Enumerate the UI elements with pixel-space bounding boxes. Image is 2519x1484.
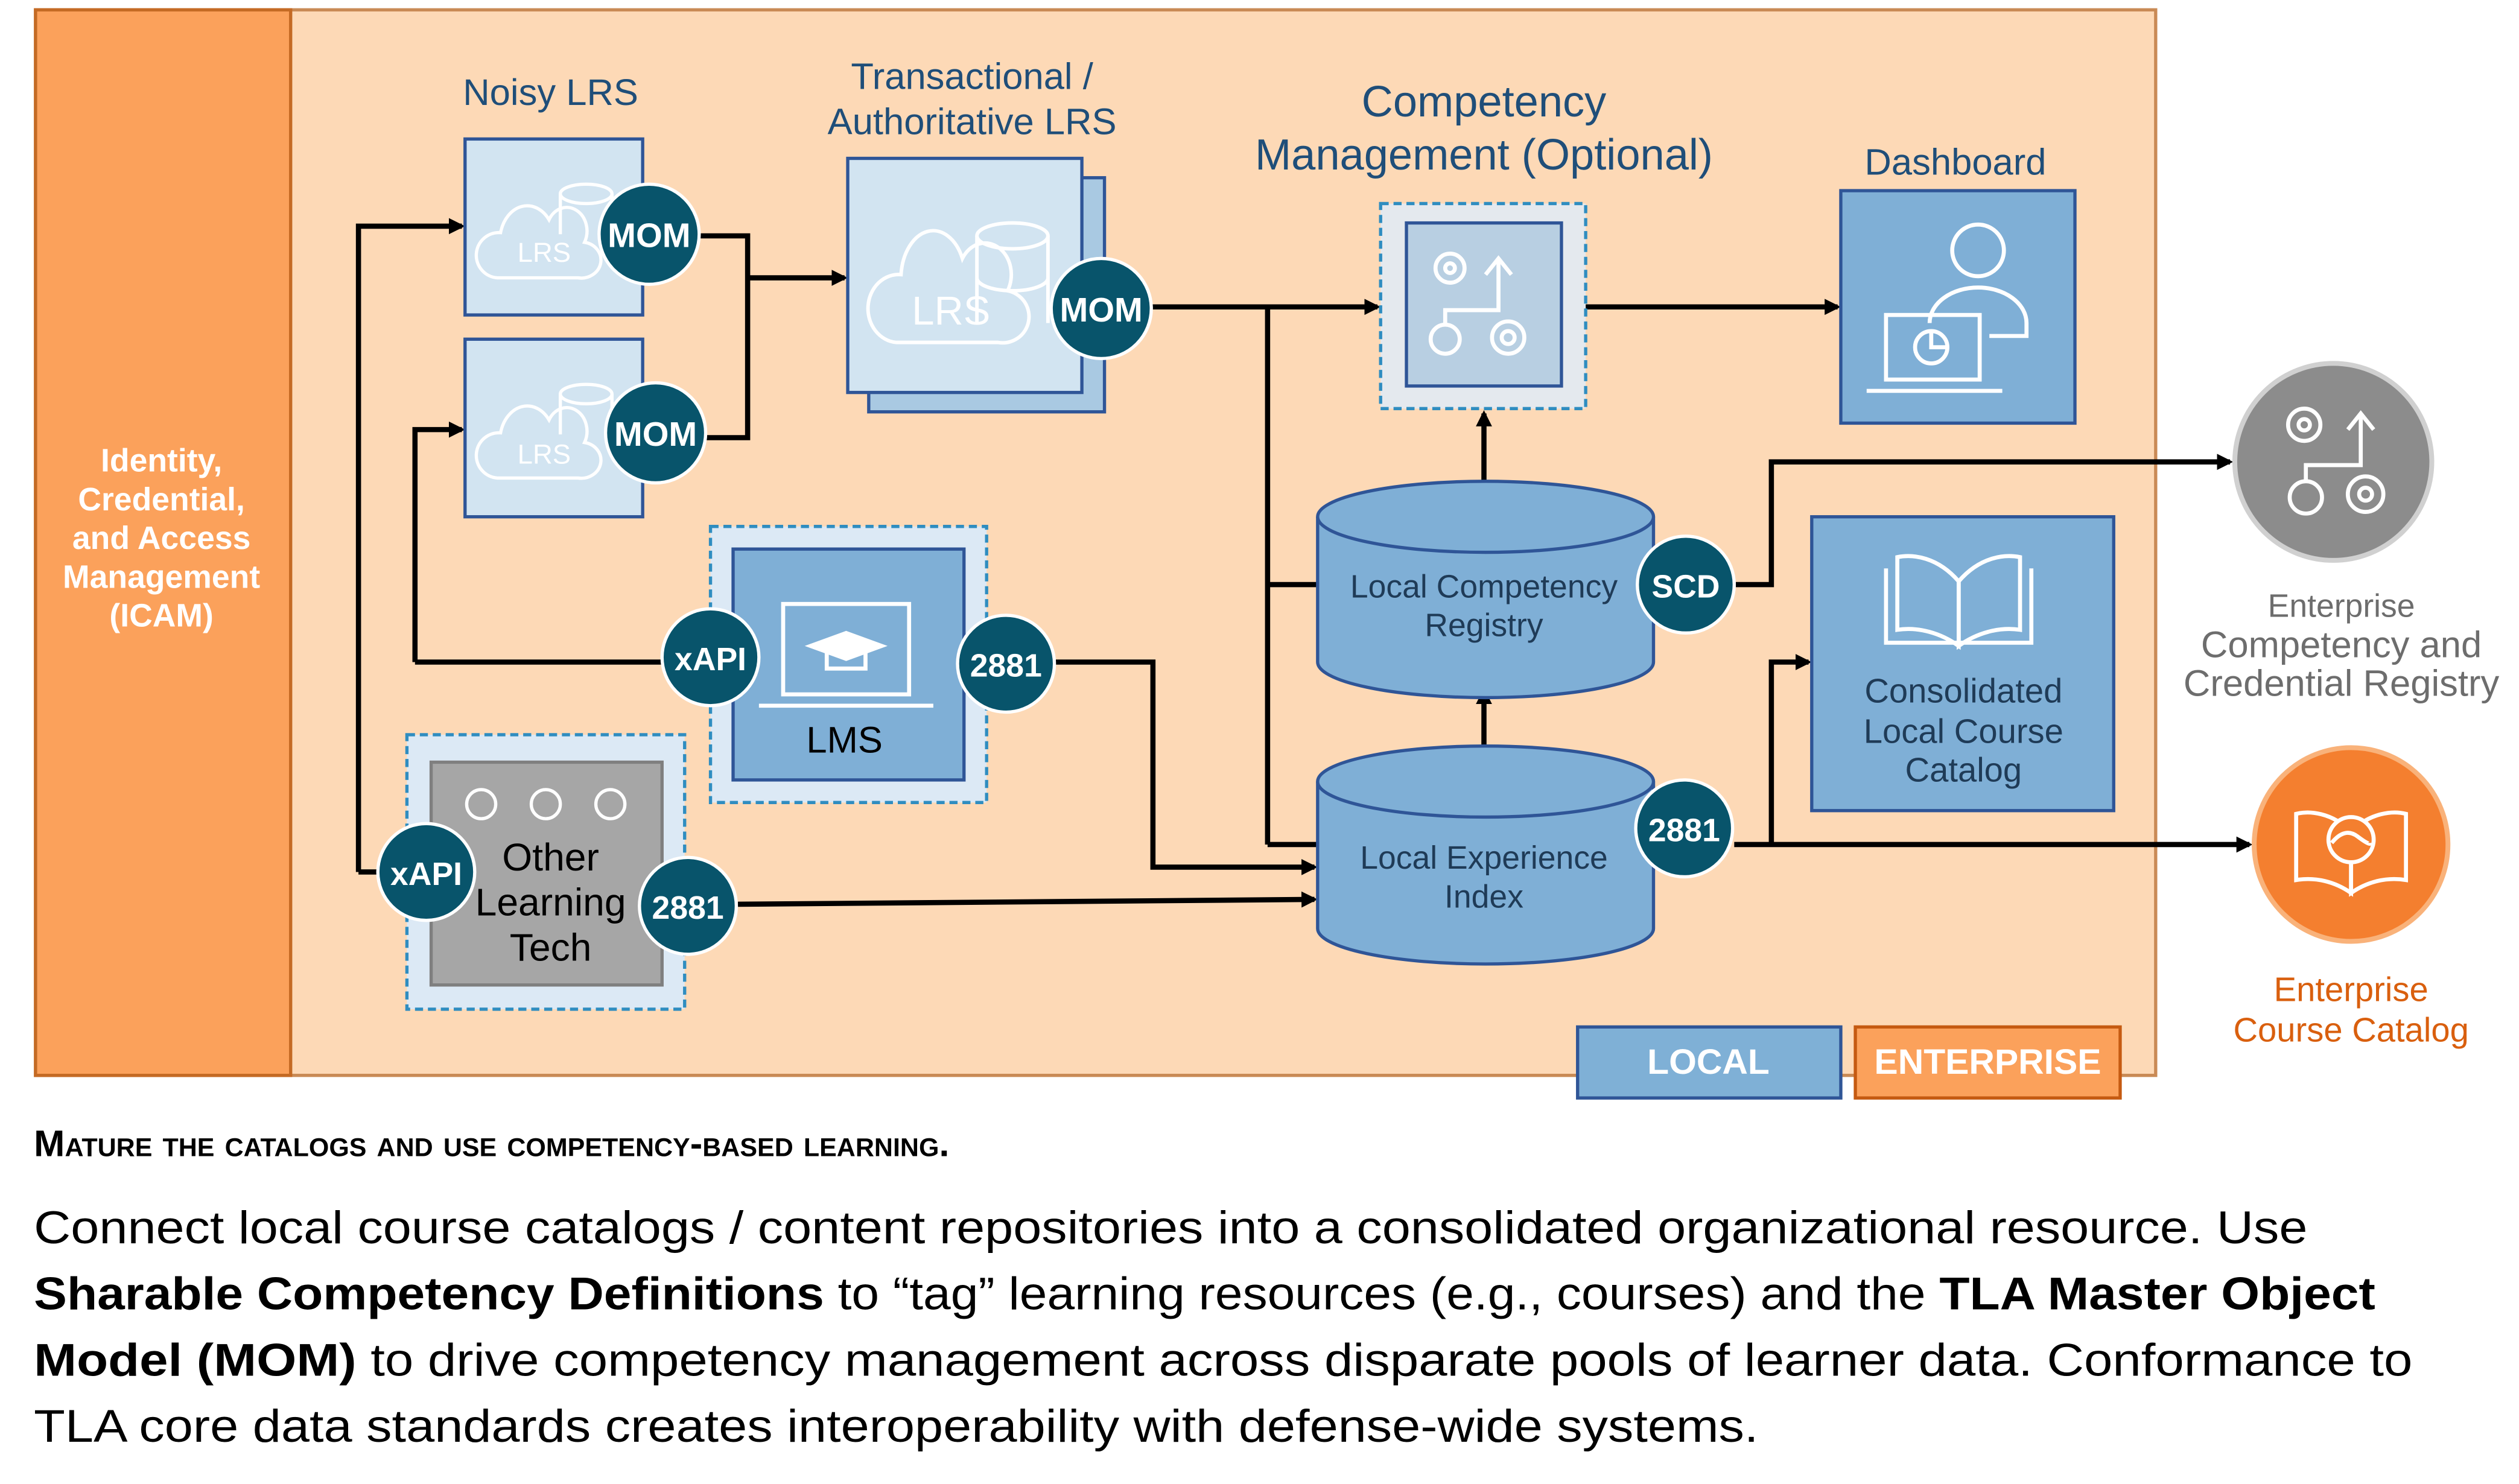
svg-text:2881: 2881 bbox=[1648, 813, 1720, 849]
svg-text:LRS: LRS bbox=[518, 439, 571, 469]
local-competency-registry[interactable]: Local Competency Registry bbox=[1316, 480, 1656, 700]
gears-workflow-icon bbox=[2286, 407, 2386, 516]
svg-text:Other: Other bbox=[502, 836, 599, 879]
svg-text:xAPI: xAPI bbox=[390, 857, 462, 892]
svg-text:Management: Management bbox=[63, 559, 260, 595]
gears-workflow-icon bbox=[1428, 252, 1526, 356]
svg-text:(ICAM): (ICAM) bbox=[109, 598, 213, 634]
noisy-lrs-title: Noisy LRS bbox=[463, 72, 638, 113]
caption-body: Sharable Competency Definitions to “tag”… bbox=[34, 1269, 2375, 1320]
transactional-lrs-title: Transactional / bbox=[851, 55, 1093, 97]
ieee-2881-badge: 2881 bbox=[1634, 778, 1735, 879]
lms[interactable]: LMS bbox=[708, 525, 988, 805]
svg-text:SCD: SCD bbox=[1652, 569, 1720, 604]
caption-body: Connect local course catalogs / content … bbox=[34, 1202, 2307, 1254]
book-globe-icon bbox=[2294, 810, 2409, 897]
ieee-2881-badge: 2881 bbox=[638, 855, 739, 956]
svg-text:MOM: MOM bbox=[608, 217, 690, 255]
competency-management-title: Management (Optional) bbox=[1255, 131, 1713, 179]
mom-badge: MOM bbox=[1049, 256, 1153, 361]
caption-heading: Mature the catalogs and use competency-b… bbox=[34, 1123, 949, 1164]
icam-label: Identity, Credential, and Access Managem… bbox=[63, 443, 260, 634]
laptop-graduation-icon bbox=[758, 601, 933, 708]
noisy-lrs-1[interactable]: LRS bbox=[463, 137, 644, 317]
svg-text:Enterprise: Enterprise bbox=[2274, 971, 2428, 1009]
xapi-badge: xAPI bbox=[660, 607, 761, 708]
svg-text:MOM: MOM bbox=[614, 415, 697, 453]
svg-text:Local Experience: Local Experience bbox=[1360, 840, 1608, 876]
scd-badge: SCD bbox=[1636, 534, 1736, 635]
svg-text:Catalog: Catalog bbox=[1905, 751, 2022, 789]
svg-text:Local Course: Local Course bbox=[1864, 712, 2063, 750]
svg-text:and Access: and Access bbox=[72, 521, 250, 556]
svg-text:Course Catalog: Course Catalog bbox=[2233, 1010, 2468, 1048]
other-learning-tech[interactable]: Other Learning Tech bbox=[405, 733, 687, 1011]
svg-text:Credential,: Credential, bbox=[78, 482, 245, 518]
svg-text:xAPI: xAPI bbox=[675, 642, 746, 677]
caption-body: TLA core data standards creates interope… bbox=[34, 1401, 1758, 1452]
transactional-lrs-title: Authoritative LRS bbox=[828, 101, 1117, 142]
svg-text:Index: Index bbox=[1444, 879, 1523, 915]
svg-text:Local Competency: Local Competency bbox=[1350, 569, 1618, 604]
enterprise-competency-registry[interactable]: Enterprise Competency and Credential Reg… bbox=[2184, 361, 2500, 705]
svg-text:Consolidated: Consolidated bbox=[1864, 671, 2062, 709]
enterprise-course-catalog[interactable]: Enterprise Course Catalog bbox=[2233, 745, 2469, 1048]
user-laptop-chart-icon bbox=[1866, 222, 2029, 393]
competency-management-title: Competency bbox=[1362, 78, 1607, 126]
dashboard[interactable] bbox=[1839, 189, 2077, 425]
svg-text:Credential Registry: Credential Registry bbox=[2184, 663, 2500, 705]
cloud-database-icon bbox=[866, 221, 1050, 345]
legend-local: LOCAL bbox=[1576, 1025, 1843, 1100]
competency-management[interactable] bbox=[1379, 201, 1587, 411]
svg-text:LMS: LMS bbox=[806, 719, 883, 761]
local-experience-index[interactable]: Local Experience Index bbox=[1316, 744, 1656, 966]
svg-text:Learning: Learning bbox=[475, 881, 626, 924]
svg-text:ENTERPRISE: ENTERPRISE bbox=[1874, 1042, 2101, 1082]
window-dots-icon bbox=[465, 788, 627, 820]
svg-text:Identity,: Identity, bbox=[101, 443, 222, 479]
consolidated-local-course-catalog[interactable]: Consolidated Local Course Catalog bbox=[1810, 515, 2115, 813]
svg-text:Tech: Tech bbox=[510, 926, 592, 969]
open-book-icon bbox=[1884, 554, 2034, 650]
xapi-badge: xAPI bbox=[376, 822, 477, 922]
connectors bbox=[355, 218, 2253, 908]
svg-text:LOCAL: LOCAL bbox=[1647, 1042, 1770, 1082]
ieee-2881-badge: 2881 bbox=[956, 614, 1056, 714]
legend-enterprise: ENTERPRISE bbox=[1854, 1025, 2122, 1100]
icam-bar bbox=[34, 8, 293, 1077]
caption-body: Model (MOM) to drive competency manageme… bbox=[34, 1334, 2412, 1386]
svg-text:MOM: MOM bbox=[1060, 291, 1143, 329]
mom-badge: MOM bbox=[603, 381, 708, 485]
svg-text:2881: 2881 bbox=[652, 890, 724, 926]
svg-text:LRS: LRS bbox=[518, 237, 571, 268]
svg-text:Registry: Registry bbox=[1425, 608, 1543, 644]
svg-text:2881: 2881 bbox=[970, 648, 1042, 684]
dashboard-title: Dashboard bbox=[1864, 141, 2046, 183]
svg-text:Enterprise: Enterprise bbox=[2268, 589, 2415, 624]
mom-badge: MOM bbox=[597, 182, 701, 286]
svg-text:Competency and: Competency and bbox=[2201, 624, 2482, 665]
svg-text:LRS: LRS bbox=[912, 288, 990, 334]
